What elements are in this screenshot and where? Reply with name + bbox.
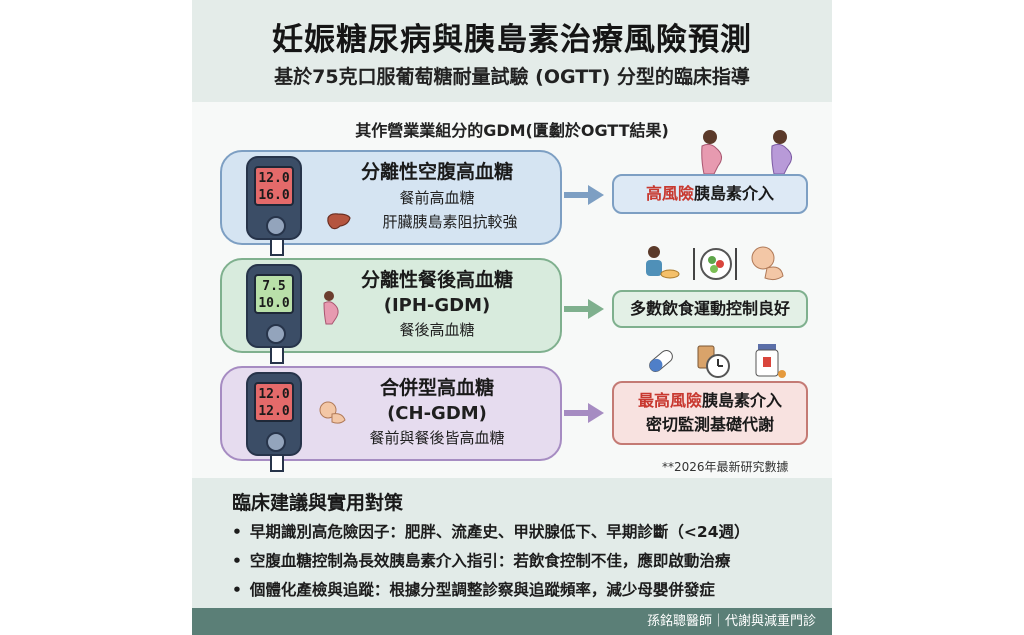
glucose-meter-icon: 12.0 16.0 <box>246 156 302 256</box>
header: 妊娠糖尿病與胰島素治療風險預測 基於75克口服葡萄糖耐量試驗 (OGTT) 分型… <box>192 0 832 102</box>
glucose-meter-icon: 7.5 10.0 <box>246 264 302 364</box>
test-strip <box>270 348 284 364</box>
clinical-list: 早期識別高危險因子：肥胖、流產史、甲狀腺低下、早期診斷（<24週） 空腹血糖控制… <box>232 518 750 605</box>
baby-icon <box>751 246 784 281</box>
test-strip <box>270 240 284 256</box>
card-line-2: 餐前與餐後皆高血糖 <box>369 429 505 447</box>
card-heading: 分離性空腹高血糖 <box>360 161 513 183</box>
card-text: 分離性餐後高血糖 (IPH-GDM) 餐後高血糖 <box>322 260 552 342</box>
meter-reading-2: 10.0 <box>258 296 290 311</box>
clinical-advice-section: 臨床建議與實用對策 早期識別高危險因子：肥胖、流產史、甲狀腺低下、早期診斷（<2… <box>192 478 832 608</box>
meter-reading-1: 7.5 <box>262 279 286 294</box>
card-line-1: (IPH-GDM) <box>383 295 491 316</box>
card-line-1: (CH-GDM) <box>387 403 487 424</box>
result-text-line2: 密切監測基礎代謝 <box>645 415 774 434</box>
healthy-meal-icon <box>646 246 680 279</box>
section-title: 其作營業業組分的GDM(匱劙於OGTT結果) <box>355 121 669 140</box>
card-line-2: 肝臟胰島素阻抗較強 <box>382 213 518 231</box>
card-iph-gdm: 7.5 10.0 分離性餐後高血糖 (IPH-GDM) 餐後高血糖 <box>220 258 562 364</box>
pregnant-woman-icon <box>701 130 722 174</box>
card-text: 合併型高血糖 (CH-GDM) 餐前與餐後皆高血糖 <box>322 368 552 450</box>
meter-reading-2: 12.0 <box>258 404 290 419</box>
arrow-icon <box>564 185 604 205</box>
pregnant-woman-icon <box>323 291 339 325</box>
meter-screen: 12.0 16.0 <box>254 166 294 206</box>
clock-icon <box>697 345 730 378</box>
meter-reading-1: 12.0 <box>258 171 290 186</box>
result-box-highest-risk: 最高風險胰島素介入 密切監測基礎代謝 <box>612 381 808 445</box>
glucose-meter-icon: 12.0 12.0 <box>246 372 302 472</box>
result-text: 多數飲食運動控制良好 <box>629 299 790 318</box>
page-subtitle: 基於75克口服葡萄糖耐量試驗 (OGTT) 分型的臨床指導 <box>274 66 750 88</box>
meter-reading-1: 12.0 <box>258 387 290 402</box>
footer-credit: 孫銘聰醫師｜代謝與減重門診 <box>192 608 832 635</box>
meter-screen: 12.0 12.0 <box>254 382 294 422</box>
medication-icon <box>649 350 673 372</box>
clinical-title: 臨床建議與實用對策 <box>232 492 404 514</box>
card-line-2: 餐後高血糖 <box>399 321 475 339</box>
liver-icon <box>327 213 351 230</box>
test-strip <box>270 456 284 472</box>
baby-icon <box>319 401 346 424</box>
meter-button <box>266 324 286 344</box>
infographic-poster: 妊娠糖尿病與胰島素治療風險預測 基於75克口服葡萄糖耐量試驗 (OGTT) 分型… <box>192 0 832 635</box>
card-heading: 分離性餐後高血糖 <box>360 269 513 291</box>
pill-bottle-icon <box>755 344 786 378</box>
list-item: 空腹血糖控制為長效胰島素介入指引：若飲食控制不佳，應即啟動治療 <box>232 547 749 576</box>
data-note: **2026年最新研究數據 <box>662 460 789 474</box>
meter-screen: 7.5 10.0 <box>254 274 294 314</box>
healthy-meal-icon <box>693 248 737 280</box>
result-box-insulin: 高風險胰島素介入 <box>612 174 808 214</box>
result-text: 胰島素介入 <box>694 184 775 203</box>
result-box-diet-control: 多數飲食運動控制良好 <box>612 290 808 328</box>
pregnant-woman-icon <box>771 130 792 174</box>
card-heading: 合併型高血糖 <box>379 377 494 399</box>
card-text: 分離性空腹高血糖 餐前高血糖 肝臟胰島素阻抗較強 <box>322 152 552 234</box>
arrow-icon <box>564 299 604 319</box>
result-text: 胰島素介入 <box>702 391 783 410</box>
arrow-icon <box>564 403 604 423</box>
card-ch-gdm: 12.0 12.0 合併型高血糖 (CH-GDM) 餐前與餐後皆高血糖 <box>220 366 562 472</box>
list-item: 早期識別高危險因子：肥胖、流產史、甲狀腺低下、早期診斷（<24週） <box>232 518 750 547</box>
risk-label: 最高風險 <box>637 391 702 410</box>
list-item: 個體化產檢與追蹤：根據分型調整診察與追蹤頻率，減少母嬰併發症 <box>232 576 749 605</box>
card-ifh-gdm: 12.0 16.0 分離性空腹高血糖 餐前高血糖 肝臟胰島素阻抗較強 <box>220 150 562 256</box>
page-title: 妊娠糖尿病與胰島素治療風險預測 <box>272 22 752 58</box>
meter-button <box>266 216 286 236</box>
meter-button <box>266 432 286 452</box>
risk-label: 高風險 <box>645 184 694 203</box>
card-line-1: 餐前高血糖 <box>399 189 475 207</box>
meter-reading-2: 16.0 <box>258 188 290 203</box>
